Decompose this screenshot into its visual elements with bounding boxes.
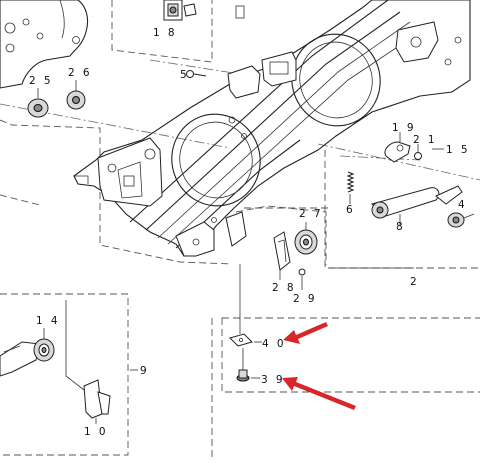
callout-14: 1 4	[36, 315, 60, 327]
callout-19: 1 9	[392, 122, 416, 134]
callout-labels: 1 8 5 2 5 2 6 1 9 2 1 1 5 6 4 8 2 7 2 8 …	[29, 27, 470, 438]
callout-2: 2	[410, 276, 419, 288]
left-side-plate	[0, 0, 89, 89]
callout-15: 1 5	[446, 144, 470, 156]
part-14-roller-assembly	[0, 300, 67, 377]
callout-27: 2 7	[299, 208, 323, 220]
part-28-plate	[273, 231, 291, 280]
callout-5: 5	[180, 69, 189, 81]
callout-4: 4	[458, 199, 467, 211]
part-5-screw	[186, 70, 207, 78]
part-8-arm	[370, 185, 463, 226]
part-19-lever	[384, 132, 411, 163]
callout-26: 2 6	[68, 67, 92, 79]
part-40-washer	[229, 333, 262, 347]
part-21-screw	[414, 144, 422, 160]
part-4-bushing	[447, 212, 475, 228]
part-18-bracket	[163, 0, 245, 21]
part-6-spring	[346, 171, 355, 204]
highlight-arrow-39	[282, 377, 356, 410]
callout-18: 1 8	[153, 27, 177, 39]
callout-29: 2 9	[293, 293, 317, 305]
part-26-bearing	[66, 80, 86, 110]
callout-39: 3 9	[261, 374, 285, 386]
part-10-bracket	[65, 375, 111, 424]
callout-28: 2 8	[272, 282, 296, 294]
callout-8: 8	[396, 221, 405, 233]
part-27-roller	[294, 222, 318, 255]
part-39-screw	[236, 348, 260, 382]
callout-9: 9	[140, 365, 149, 377]
callout-40: 4 0	[262, 338, 286, 350]
part-25-bearing	[27, 88, 49, 118]
callout-21: 2 1	[413, 134, 437, 146]
part-29-screw	[298, 268, 306, 290]
callout-25: 2 5	[29, 75, 53, 87]
highlight-arrow-40	[283, 322, 328, 344]
callout-6: 6	[346, 204, 355, 216]
main-frame	[73, 0, 471, 257]
callout-10: 1 0	[84, 426, 108, 438]
